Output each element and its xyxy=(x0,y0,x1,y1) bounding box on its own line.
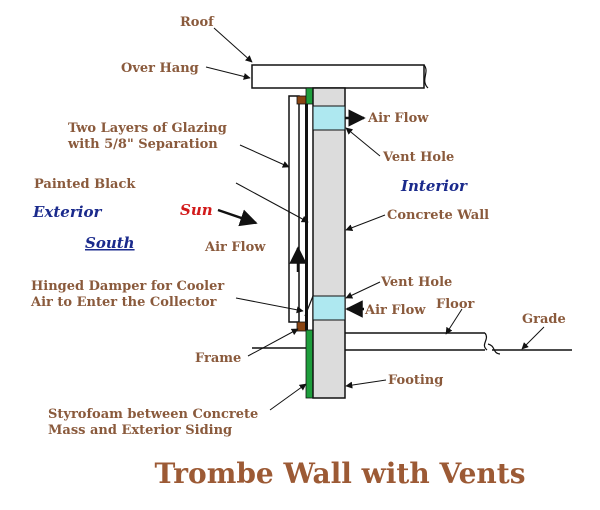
leader-lines xyxy=(205,27,545,411)
label-vent-hole-bottom: Vent Hole xyxy=(380,275,452,290)
leader-roof xyxy=(213,27,253,63)
leader-glazing xyxy=(239,144,290,168)
floor xyxy=(345,332,488,351)
grade-line xyxy=(252,343,572,355)
leader-footing xyxy=(345,379,387,389)
label-grade: Grade xyxy=(522,312,566,327)
label-glazing-line1: Two Layers of Glazing xyxy=(68,121,227,136)
leader-painted-black xyxy=(235,182,309,223)
styrofoam-top xyxy=(305,87,314,105)
label-roof: Roof xyxy=(180,15,215,30)
label-styrofoam-line2: Mass and Exterior Siding xyxy=(48,423,232,438)
label-south: South xyxy=(85,234,135,252)
label-floor: Floor xyxy=(436,297,475,312)
label-exterior: Exterior xyxy=(32,203,102,221)
leader-styrofoam xyxy=(269,383,307,411)
label-concrete-wall: Concrete Wall xyxy=(387,208,489,223)
leader-vent-top xyxy=(345,127,381,157)
frame-top xyxy=(296,95,307,105)
label-damper-line1: Hinged Damper for Cooler xyxy=(31,279,224,294)
label-vent-hole-top: Vent Hole xyxy=(382,150,454,165)
roof-overhang xyxy=(251,64,429,89)
styrofoam-bottom xyxy=(305,329,314,399)
vent-hole-top xyxy=(312,105,346,131)
label-painted-black: Painted Black xyxy=(34,177,136,192)
concrete-wall xyxy=(312,87,346,399)
label-sun: Sun xyxy=(180,201,213,219)
label-air-flow-bottom: Air Flow xyxy=(364,303,426,318)
label-over-hang: Over Hang xyxy=(121,61,199,76)
label-interior: Interior xyxy=(400,177,468,195)
leader-concrete xyxy=(345,214,386,232)
label-air-flow-top: Air Flow xyxy=(367,111,429,126)
label-styrofoam-line1: Styrofoam between Concrete xyxy=(48,407,258,422)
label-air-flow-left: Air Flow xyxy=(204,240,266,255)
label-glazing-line2: with 5/8" Separation xyxy=(67,137,218,152)
leader-overhang xyxy=(205,66,251,80)
leader-damper xyxy=(235,297,304,314)
frame-bottom xyxy=(296,321,307,332)
sun-ray-arrow xyxy=(217,208,258,227)
leader-grade xyxy=(521,326,545,350)
leader-frame xyxy=(247,328,299,357)
diagram-title: Trombe Wall with Vents xyxy=(155,457,526,490)
vent-hole-bottom xyxy=(312,295,346,321)
label-damper-line2: Air to Enter the Collector xyxy=(30,295,217,310)
hinged-damper xyxy=(304,295,314,317)
glazing xyxy=(288,95,300,323)
absorber-surface xyxy=(305,104,308,330)
leader-vent-bottom xyxy=(345,281,381,299)
leader-floor xyxy=(445,308,463,335)
label-footing: Footing xyxy=(388,373,443,388)
label-frame: Frame xyxy=(195,351,241,366)
